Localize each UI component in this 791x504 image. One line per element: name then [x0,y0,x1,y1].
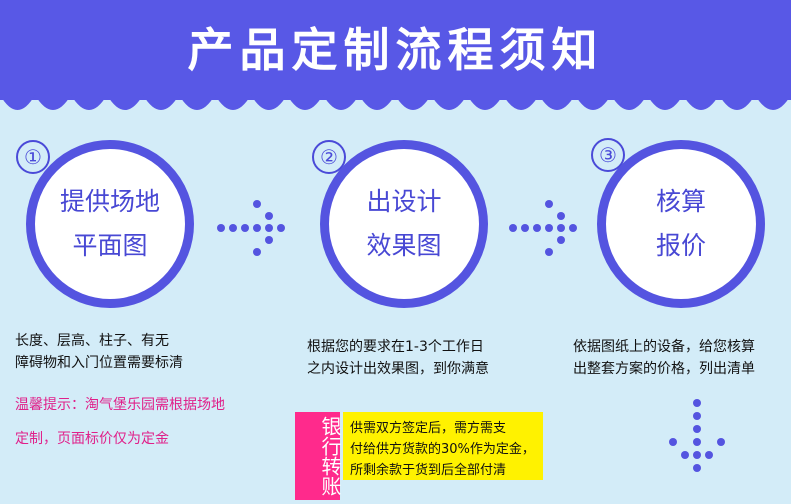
scallop-edge [0,85,791,110]
step-1-line1: 提供场地 [59,187,160,216]
step-2-circle: 出设计 效果图 [320,140,488,308]
step-3-line2: 报价 [655,231,706,260]
arrow-2-icon [509,200,577,256]
step-2-line1: 出设计 [366,187,442,216]
bank-transfer-note: 供需双方签定后，需方需支 付给供方货款的30%作为定金， 所剩余款于货到后全部付… [343,412,543,480]
notice-text: 温馨提示：淘气堡乐园需根据场地 定制，页面标价仅为定金 [15,397,225,447]
step-2-number: ② [312,140,346,174]
arrow-down-icon [669,399,725,472]
page-title: 产品定制流程须知 [187,23,604,77]
step-1-circle: 提供场地 平面图 [26,140,194,308]
step-3-line1: 核算 [655,187,706,216]
step-3-desc: 依据图纸上的设备，给您核算 出整套方案的价格，列出清单 [573,339,755,377]
step-1-desc: 长度、层高、柱子、有无 障碍物和入门位置需要标清 [15,333,183,371]
step-1-line2: 平面图 [72,231,148,260]
step-1-number: ① [16,140,50,174]
step-2-desc: 根据您的要求在1-3个工作日 之内设计出效果图，到你满意 [307,339,489,377]
arrow-1-icon [217,200,285,256]
step-3-circle: 核算 报价 [597,140,765,308]
header-banner [0,0,791,100]
step-2-line2: 效果图 [366,231,442,260]
bank-transfer-label: 银行转账 [295,412,342,500]
step-3-number: ③ [591,138,625,172]
